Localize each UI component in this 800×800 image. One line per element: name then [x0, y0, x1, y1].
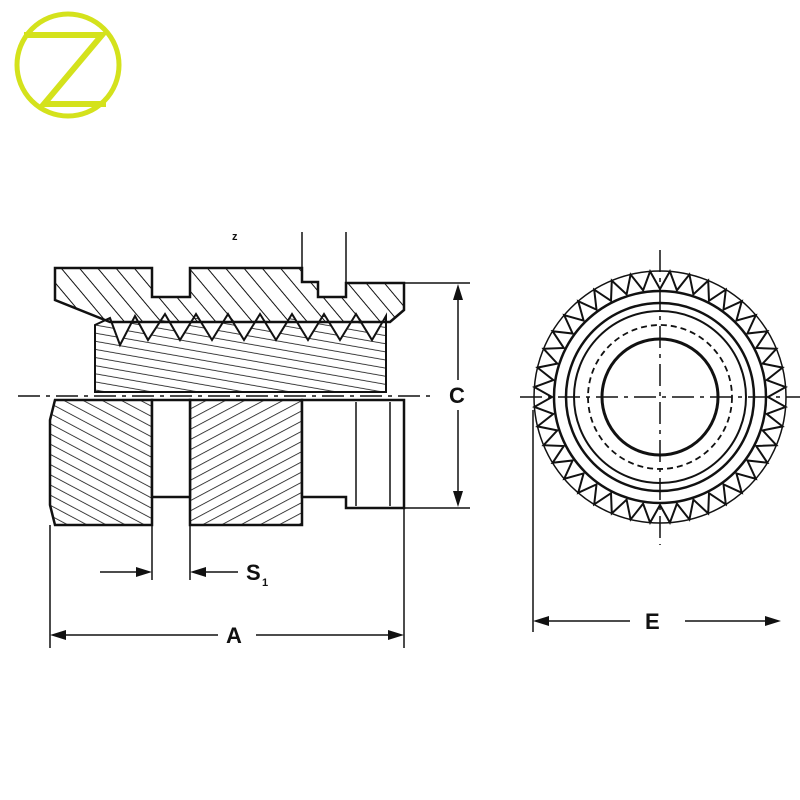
logo-letter-z	[24, 32, 109, 107]
logo-ring	[14, 11, 122, 119]
e-arrow-right	[765, 616, 781, 626]
dim-e-label: E	[645, 609, 660, 634]
groove-body	[150, 398, 192, 499]
end-view: E	[520, 250, 800, 634]
c-arrow-top	[453, 284, 463, 300]
dim-c-label: C	[449, 383, 465, 408]
s1-arrow-right	[190, 567, 206, 577]
a-arrow-right	[388, 630, 404, 640]
side-view: z C S 1 A	[18, 231, 472, 648]
top-partial-label: z	[232, 231, 238, 243]
pilot-section	[300, 398, 406, 510]
a-arrow-left	[50, 630, 66, 640]
lower-knurl-left	[48, 398, 154, 527]
dim-a-label: A	[226, 623, 242, 648]
brand-logo	[14, 11, 122, 119]
lower-knurl-middle	[188, 398, 304, 527]
c-arrow-bottom	[453, 491, 463, 507]
dim-s-subscript: 1	[262, 577, 268, 589]
e-arrow-left	[533, 616, 549, 626]
upper-section-band	[53, 266, 406, 324]
internal-thread	[94, 312, 387, 393]
dim-s-label: S	[246, 560, 261, 585]
s1-arrow-left	[136, 567, 152, 577]
